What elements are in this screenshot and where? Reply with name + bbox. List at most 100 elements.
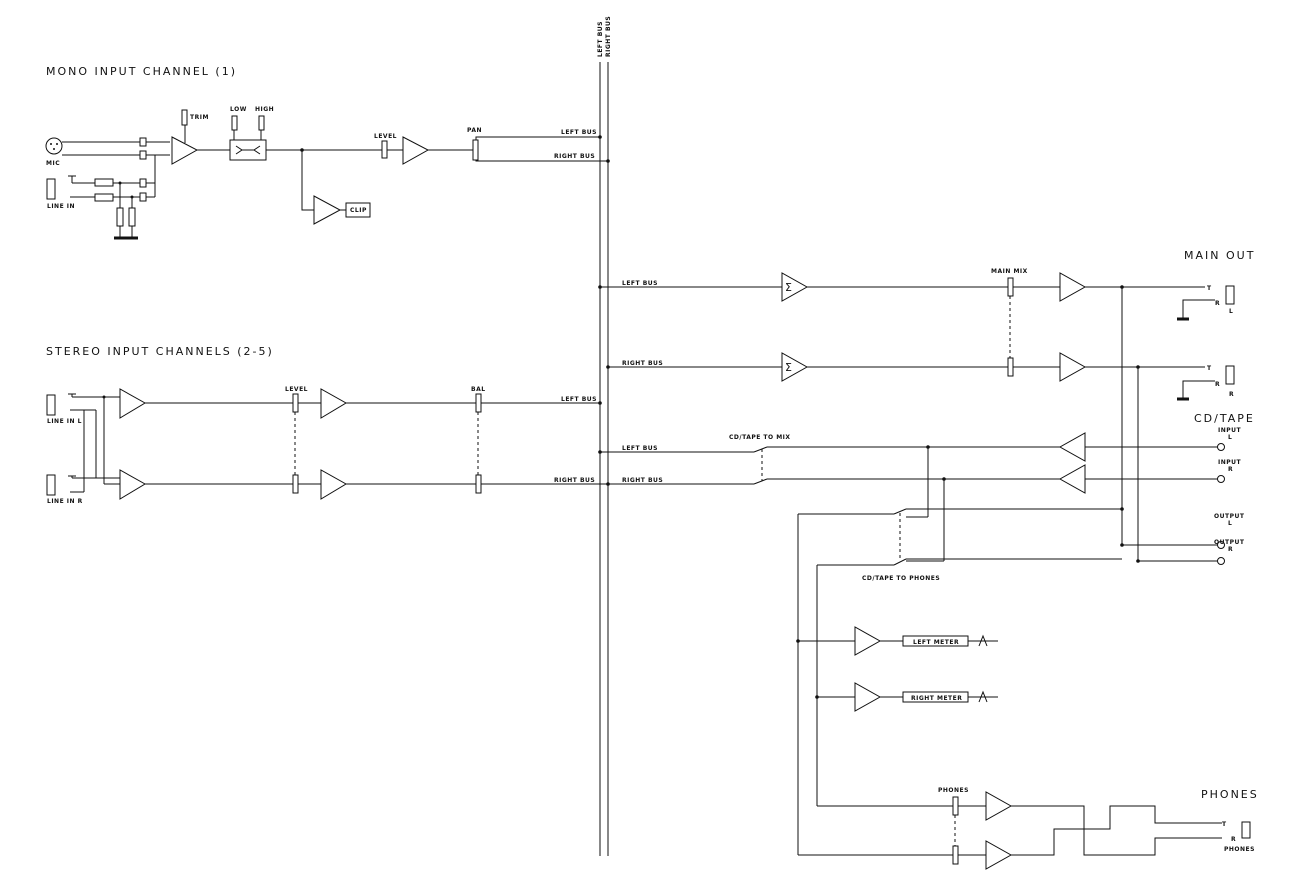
main-out-r-label: R xyxy=(1229,391,1234,398)
main-mix-fader-r[interactable] xyxy=(1007,357,1014,377)
stereo-l-level-amp xyxy=(320,388,347,419)
main-out-l-jack xyxy=(1225,285,1235,305)
cd-tape-section: LEFT BUS RIGHT BUS CD/TAPE TO MIX INPUT … xyxy=(598,427,1245,582)
mono-level-amp-triangle xyxy=(402,136,430,165)
stereo-r-input-amp xyxy=(119,469,146,500)
mono-channel: MIC LINE IN TRIM xyxy=(45,106,610,240)
line-in-r-label: LINE IN R xyxy=(47,498,83,505)
cd-input-amp-l xyxy=(1058,432,1086,462)
clip-indicator xyxy=(345,202,371,218)
mono-level-label: LEVEL xyxy=(374,133,397,140)
master-left-bus-label: LEFT BUS xyxy=(622,280,658,287)
stereo-channels-title: STEREO INPUT CHANNELS (2-5) xyxy=(46,345,274,358)
left-meter-led-icon xyxy=(978,634,988,647)
mono-right-bus-label: RIGHT BUS xyxy=(554,153,595,160)
master-right-bus-label: RIGHT BUS xyxy=(622,360,663,367)
stereo-l-input-amp xyxy=(119,388,146,419)
main-out-l-tip-letter: T xyxy=(1207,285,1212,292)
stereo-level-fader-r[interactable] xyxy=(292,474,299,494)
phones-amp-l xyxy=(985,791,1013,821)
cd-output-r-rca xyxy=(1217,557,1225,565)
stereo-right-bus-label: RIGHT BUS xyxy=(554,477,595,484)
high-eq-pot[interactable] xyxy=(258,115,265,131)
main-out-l-ring-letter: R xyxy=(1215,300,1220,307)
mono-channel-title: MONO INPUT CHANNEL (1) xyxy=(46,65,237,78)
phones-jack xyxy=(1241,821,1251,839)
bal-label: BAL xyxy=(471,386,486,393)
phones-level-pot-r[interactable] xyxy=(952,845,959,865)
right-meter-label: RIGHT METER xyxy=(911,695,962,702)
mono-level-fader[interactable] xyxy=(381,140,388,159)
cd-input-r-rca xyxy=(1217,475,1225,483)
main-out-title: MAIN OUT xyxy=(1184,249,1255,262)
left-sum-amp xyxy=(781,272,809,302)
right-bus-vertical-label: RIGHT BUS xyxy=(605,16,612,57)
mono-line-in-jack xyxy=(46,178,56,200)
line-in-l-label: LINE IN L xyxy=(47,418,82,425)
low-eq-pot[interactable] xyxy=(231,115,238,131)
cd-output-r-label: OUTPUT xyxy=(1214,539,1245,546)
main-out-r-ring-letter: R xyxy=(1215,381,1220,388)
mix-buses: LEFT BUS RIGHT BUS xyxy=(597,16,612,856)
mic-xlr-connector xyxy=(45,137,63,155)
left-bus-vertical-label: LEFT BUS xyxy=(597,21,604,57)
cd-input-r-label: INPUT xyxy=(1218,459,1242,466)
balance-pot-r[interactable] xyxy=(475,474,482,494)
cd-left-bus-label: LEFT BUS xyxy=(622,445,658,452)
clip-detector-triangle xyxy=(313,195,342,225)
phones-level-pot-l[interactable] xyxy=(952,796,959,816)
stereo-level-label: LEVEL xyxy=(285,386,308,393)
cd-input-l-rca xyxy=(1217,443,1225,451)
cd-right-bus-label: RIGHT BUS xyxy=(622,477,663,484)
phones-ring-letter: R xyxy=(1231,836,1236,843)
cd-tape-to-phones-label: CD/TAPE TO PHONES xyxy=(862,575,940,582)
cd-tape-title: CD/TAPE xyxy=(1194,412,1255,425)
low-label: LOW xyxy=(230,106,247,113)
main-mix-fader-l[interactable] xyxy=(1007,277,1014,297)
mono-left-bus-label: LEFT BUS xyxy=(561,129,597,136)
stereo-channel: LINE IN L LINE IN R LEVEL BAL xyxy=(46,386,610,505)
pan-pot[interactable] xyxy=(472,139,479,161)
right-sigma-symbol: Σ xyxy=(785,361,794,374)
left-meter-amp xyxy=(854,626,882,656)
mic-preamp-triangle xyxy=(171,136,199,165)
clip-label: CLIP xyxy=(350,207,367,214)
trim-pot[interactable] xyxy=(181,109,188,126)
phones-jack-label: PHONES xyxy=(1224,846,1255,853)
cd-input-amp-r xyxy=(1058,464,1086,494)
phones-amp-r xyxy=(985,840,1013,870)
left-meter-label: LEFT METER xyxy=(913,639,959,646)
line-in-l-jack xyxy=(46,394,56,416)
cd-output-l-rca xyxy=(1217,541,1225,549)
cd-output-r-letter: R xyxy=(1228,546,1233,553)
main-out-l-label: L xyxy=(1229,308,1233,315)
cd-output-l-letter: L xyxy=(1228,520,1232,527)
right-meter-amp xyxy=(854,682,882,712)
main-out-r-jack xyxy=(1225,365,1235,385)
master-section: LEFT BUS Σ RIGHT BUS Σ MAIN MIX T R L T … xyxy=(598,268,1235,563)
phones-level-label: PHONES xyxy=(938,787,969,794)
high-label: HIGH xyxy=(255,106,274,113)
line-in-r-jack xyxy=(46,474,56,496)
main-out-r-tip-letter: T xyxy=(1207,365,1212,372)
stereo-level-fader-l[interactable] xyxy=(292,393,299,413)
cd-tape-to-mix-label: CD/TAPE TO MIX xyxy=(729,434,791,441)
cd-output-l-label: OUTPUT xyxy=(1214,513,1245,520)
line-in-label: LINE IN xyxy=(47,203,75,210)
cd-input-r-letter: R xyxy=(1228,466,1233,473)
main-mix-label: MAIN MIX xyxy=(991,268,1028,275)
balance-pot-l[interactable] xyxy=(475,393,482,413)
main-out-amp-l xyxy=(1059,272,1087,302)
main-out-amp-r xyxy=(1059,352,1087,382)
left-sigma-symbol: Σ xyxy=(785,281,794,294)
stereo-left-bus-label: LEFT BUS xyxy=(561,396,597,403)
stereo-r-level-amp xyxy=(320,469,347,500)
meter-section: LEFT METER RIGHT METER xyxy=(796,514,998,855)
phones-title: PHONES xyxy=(1201,788,1259,801)
phones-tip-letter: T xyxy=(1222,821,1227,828)
pan-label: PAN xyxy=(467,127,482,134)
right-meter-led-icon xyxy=(978,690,988,703)
phones-section: PHONES T R PHONES xyxy=(798,787,1255,870)
right-sum-amp xyxy=(781,352,809,382)
